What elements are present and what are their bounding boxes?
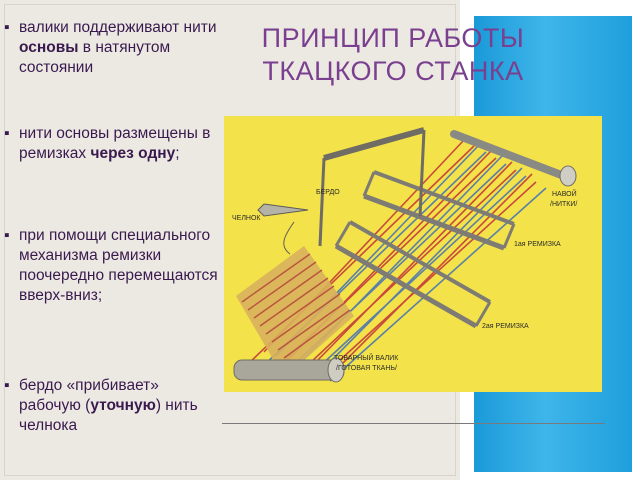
warp-beam xyxy=(450,130,577,187)
bullet-item: ▪ при помощи специального механизма реми… xyxy=(4,227,218,304)
slide-title: ПРИНЦИП РАБОТЫ ТКАЦКОГО СТАНКА xyxy=(261,23,525,86)
label-berdo: БЕРДО xyxy=(316,189,340,196)
label-remizka-1: 1ая РЕМИЗКА xyxy=(514,241,561,248)
label-tovarny: ТОВАРНЫЙ ВАЛИК xyxy=(334,353,399,362)
label-tovarny-sub: /ГОТОВАЯ ТКАНЬ/ xyxy=(336,365,397,372)
heddle-frame-1 xyxy=(362,170,516,251)
label-navoi: НАВОЙ xyxy=(552,189,577,198)
heddle-frame-2 xyxy=(334,220,492,329)
label-navoi-sub: /НИТКИ/ xyxy=(550,201,577,208)
bullet-icon: ▪ xyxy=(4,19,10,36)
bullet-icon: ▪ xyxy=(4,227,10,244)
label-remizka-2: 2ая РЕМИЗКА xyxy=(482,323,529,330)
loom-illustration: БЕРДО ЧЕЛНОК НАВОЙ /НИТКИ/ 1ая РЕМИЗКА 2… xyxy=(224,116,602,392)
bullet-item: ▪ бердо «прибивает» рабочую (уточную) ни… xyxy=(4,377,198,434)
label-chelnok: ЧЕЛНОК xyxy=(232,215,261,222)
woven-cloth xyxy=(236,246,354,378)
divider-line xyxy=(222,423,605,424)
bullet-item: ▪ нити основы размещены в ремизках через… xyxy=(4,125,211,162)
bullet-icon: ▪ xyxy=(4,125,10,142)
bullet-icon: ▪ xyxy=(4,377,10,394)
bullet-item: ▪ валики поддерживают нити основы в натя… xyxy=(4,19,217,76)
loom-diagram: БЕРДО ЧЕЛНОК НАВОЙ /НИТКИ/ 1ая РЕМИЗКА 2… xyxy=(224,116,602,392)
reed xyxy=(318,127,426,247)
shuttle xyxy=(257,203,309,255)
cloth-roll xyxy=(233,357,345,383)
